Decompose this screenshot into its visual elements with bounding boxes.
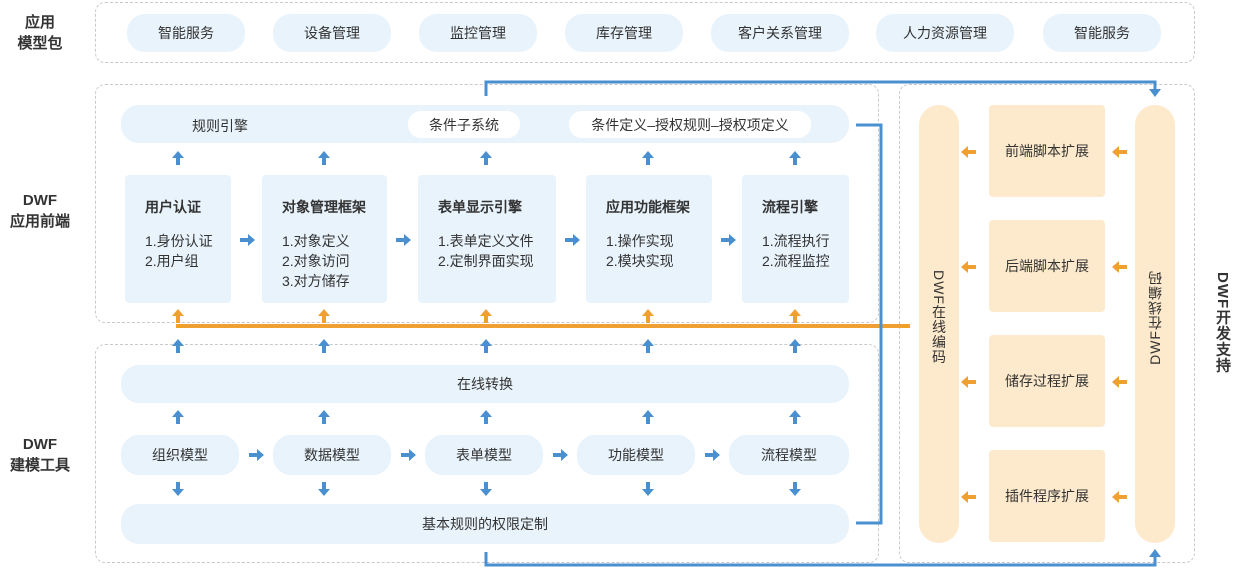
model-pack-box <box>95 2 1195 63</box>
model-pack-item[interactable]: 人力资源管理 <box>876 14 1014 52</box>
arrow-left-icon <box>961 261 976 273</box>
extension-card[interactable]: 前端脚本扩展 <box>989 105 1105 197</box>
card-line: 2.用户组 <box>145 253 199 269</box>
loop-top-connector <box>484 80 1157 96</box>
arrow-down-icon <box>642 482 654 496</box>
card-line: 2.模块实现 <box>606 253 674 269</box>
arrow-up-icon <box>642 309 654 323</box>
arrow-up-icon <box>480 339 492 353</box>
arrow-left-icon <box>1112 376 1127 388</box>
card-line: 1.身份认证 <box>145 233 213 249</box>
arrow-up-icon <box>642 339 654 353</box>
arrow-left-icon <box>961 491 976 503</box>
online-coding-right-column[interactable] <box>1135 105 1175 543</box>
base-rule-bar[interactable]: 基本规则的权限定制 <box>121 504 849 544</box>
model-pill[interactable]: 组织模型 <box>121 435 239 475</box>
arrow-right-icon <box>240 234 255 246</box>
card-line: 2.对象访问 <box>282 253 350 269</box>
online-coding-left-label: DWF在线编码 <box>931 270 947 365</box>
arrow-left-icon <box>961 376 976 388</box>
arrow-left-icon <box>1112 261 1127 273</box>
arrow-right-icon <box>396 234 411 246</box>
arrow-up-icon <box>318 339 330 353</box>
arrow-left-icon <box>1112 491 1127 503</box>
model-pill[interactable]: 数据模型 <box>273 435 391 475</box>
dev-support-link-line <box>176 324 910 328</box>
dev-support-title: DWF开发支持 <box>1214 272 1231 374</box>
card-line: 2.定制界面实现 <box>438 253 534 269</box>
card-line: 1.对象定义 <box>282 233 350 249</box>
bracket-connector <box>856 123 883 525</box>
card-line: 2.流程监控 <box>762 253 830 269</box>
arrow-right-icon <box>553 449 568 461</box>
arrow-down-icon <box>172 482 184 496</box>
arrow-up-icon <box>789 339 801 353</box>
arrow-up-icon <box>789 309 801 323</box>
arrow-up-icon <box>318 309 330 323</box>
arrow-left-icon <box>961 146 976 158</box>
online-convert-bar[interactable]: 在线转换 <box>121 365 849 403</box>
model-pack-item[interactable]: 客户关系管理 <box>711 14 849 52</box>
card-form-engine[interactable]: 表单显示引擎 1.表单定义文件 2.定制界面实现 <box>418 175 556 303</box>
model-pack-item[interactable]: 库存管理 <box>565 14 683 52</box>
arrow-right-icon <box>401 449 416 461</box>
model-pack-item[interactable]: 智能服务 <box>127 14 245 52</box>
card-title: 对象管理框架 <box>282 199 366 215</box>
card-object-framework[interactable]: 对象管理框架 1.对象定义 2.对象访问 3.对方储存 <box>262 175 387 303</box>
card-line: 1.操作实现 <box>606 233 674 249</box>
arrow-right-icon <box>565 234 580 246</box>
arrow-up-icon <box>172 151 184 165</box>
arrow-down-icon <box>480 482 492 496</box>
arrow-right-icon <box>249 449 264 461</box>
card-title: 表单显示引擎 <box>438 199 522 215</box>
arrow-up-icon <box>789 151 801 165</box>
model-pill[interactable]: 流程模型 <box>729 435 849 475</box>
card-line: 3.对方储存 <box>282 273 350 289</box>
condition-subsystem-pill[interactable]: 条件子系统 <box>408 111 520 138</box>
row-label-frontend: DWF 应用前端 <box>9 192 70 230</box>
model-pack-item[interactable]: 监控管理 <box>419 14 537 52</box>
card-line: 1.流程执行 <box>762 233 830 249</box>
arrow-up-icon <box>318 410 330 424</box>
model-pack-item[interactable]: 设备管理 <box>273 14 391 52</box>
loop-bottom-connector <box>484 552 1157 567</box>
card-title: 流程引擎 <box>762 199 818 215</box>
arrow-down-icon <box>1149 89 1161 97</box>
row-label-model-pack: 应用 模型包 <box>17 14 63 52</box>
arrow-down-icon <box>318 482 330 496</box>
arrow-left-icon <box>1112 146 1127 158</box>
card-title: 应用功能框架 <box>606 199 690 215</box>
online-coding-left-column[interactable] <box>919 105 959 543</box>
card-workflow-engine[interactable]: 流程引擎 1.流程执行 2.流程监控 <box>742 175 849 303</box>
arrow-up-icon <box>172 410 184 424</box>
card-user-auth[interactable]: 用户认证 1.身份认证 2.用户组 <box>125 175 231 303</box>
model-pill[interactable]: 功能模型 <box>577 435 695 475</box>
arrow-up-icon <box>480 309 492 323</box>
arrow-up-icon <box>480 410 492 424</box>
card-app-framework[interactable]: 应用功能框架 1.操作实现 2.模块实现 <box>586 175 712 303</box>
arrow-up-icon <box>172 339 184 353</box>
arrow-up-icon <box>642 151 654 165</box>
arrow-up-icon <box>642 410 654 424</box>
arrow-up-icon <box>789 410 801 424</box>
model-pack-item[interactable]: 智能服务 <box>1043 14 1161 52</box>
dev-support-box <box>899 84 1195 563</box>
extension-card[interactable]: 储存过程扩展 <box>989 335 1105 427</box>
extension-card[interactable]: 后端脚本扩展 <box>989 220 1105 312</box>
arrow-up-icon <box>1149 549 1161 557</box>
arrow-right-icon <box>705 449 720 461</box>
arrow-up-icon <box>172 309 184 323</box>
rule-engine-label: 规则引擎 <box>192 118 248 134</box>
card-title: 用户认证 <box>145 199 201 215</box>
arrow-down-icon <box>789 482 801 496</box>
row-label-modeling: DWF 建模工具 <box>9 436 70 474</box>
arrow-up-icon <box>480 151 492 165</box>
arrow-right-icon <box>721 234 736 246</box>
condition-chain-pill[interactable]: 条件定义–授权规则–授权项定义 <box>569 111 811 138</box>
model-pill[interactable]: 表单模型 <box>425 435 543 475</box>
card-line: 1.表单定义文件 <box>438 233 534 249</box>
arrow-up-icon <box>318 151 330 165</box>
extension-card[interactable]: 插件程序扩展 <box>989 450 1105 542</box>
